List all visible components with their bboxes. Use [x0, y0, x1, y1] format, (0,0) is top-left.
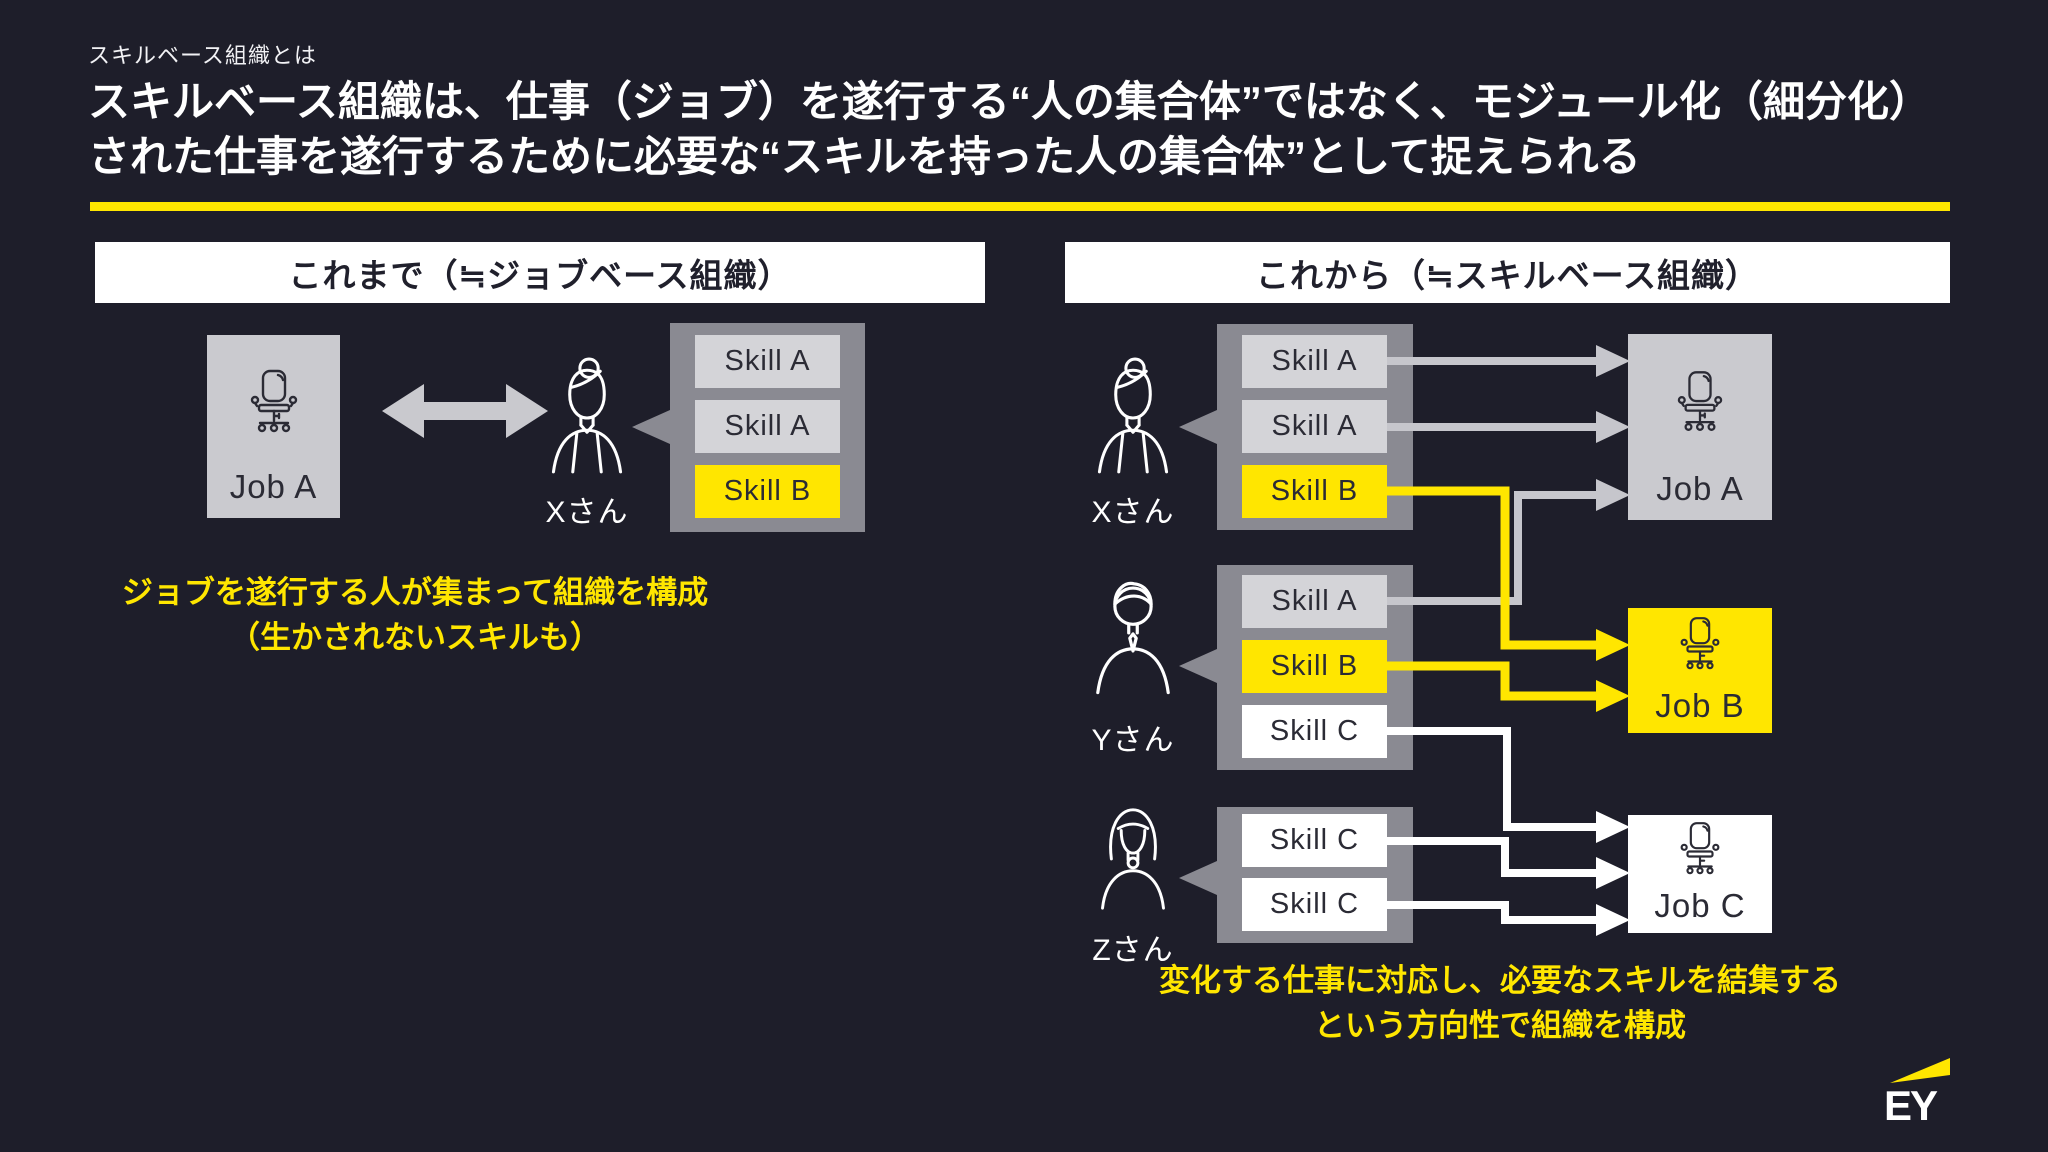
skill-group-x-pointer	[1179, 410, 1217, 444]
right-caption: 変化する仕事に対応し、必要なスキルを結集する という方向性で組織を構成	[1065, 958, 1935, 1048]
right-person-y: Yさん	[1058, 570, 1208, 759]
right-job-a-box: Job A	[1628, 334, 1772, 520]
ey-beam-icon	[1890, 1058, 1950, 1083]
y-skill-2: Skill B	[1242, 640, 1387, 693]
left-job-a-label: Job A	[229, 468, 318, 505]
left-job-a-box: Job A	[207, 335, 340, 518]
left-skill-group-pointer	[632, 410, 670, 444]
left-panel-header: これまで（≒ジョブベース組織）	[95, 242, 985, 303]
title-line-2: された仕事を遂行するために必要な“スキルを持った人の集合体”として捉えられる	[88, 133, 1641, 180]
x-skill-1: Skill A	[1242, 335, 1387, 388]
right-caption-line-1: 変化する仕事に対応し、必要なスキルを結集する	[1159, 963, 1841, 998]
right-person-x: Xさん	[1058, 356, 1208, 531]
right-job-c-box: Job C	[1628, 815, 1772, 933]
right-job-a-label: Job A	[1656, 470, 1744, 507]
ey-logo: EY	[1884, 1082, 1938, 1129]
right-person-z-label: Zさん	[1092, 934, 1174, 967]
person-man-icon	[1085, 570, 1181, 705]
z-skill-2: Skill C	[1242, 878, 1387, 931]
skill-group-y-pointer	[1179, 649, 1217, 683]
x-skill-3: Skill B	[1242, 465, 1387, 518]
chair-icon	[250, 369, 298, 440]
left-caption: ジョブを遂行する人が集まって組織を構成 （生かされないスキルも）	[95, 570, 735, 660]
left-caption-line-1: ジョブを遂行する人が集まって組織を構成	[121, 575, 709, 610]
skill-group-z-pointer	[1179, 861, 1217, 895]
x-skill-2: Skill A	[1242, 400, 1387, 453]
person-bun-icon	[541, 356, 633, 483]
right-person-y-label: Yさん	[1091, 724, 1175, 757]
right-job-c-label: Job C	[1654, 887, 1746, 924]
left-skill-2: Skill A	[695, 400, 840, 453]
right-job-b-label: Job B	[1655, 687, 1745, 724]
title-line-1: スキルベース組織は、仕事（ジョブ）を遂行する“人の集合体”ではなく、モジュール化…	[88, 78, 1931, 125]
right-person-z: Zさん	[1058, 798, 1208, 969]
left-person-x-label: Xさん	[545, 496, 629, 529]
y-skill-1: Skill A	[1242, 575, 1387, 628]
kicker: スキルベース組織とは	[88, 43, 317, 68]
chair-icon	[1680, 821, 1720, 882]
z-skill-1: Skill C	[1242, 814, 1387, 867]
right-caption-line-2: という方向性で組織を構成	[1314, 1008, 1686, 1043]
left-skill-3: Skill B	[695, 465, 840, 518]
page-title: スキルベース組織は、仕事（ジョブ）を遂行する“人の集合体”ではなく、モジュール化…	[88, 74, 1968, 184]
right-job-b-box: Job B	[1628, 608, 1772, 733]
person-bun-icon	[1087, 356, 1179, 483]
y-skill-3: Skill C	[1242, 705, 1387, 758]
title-divider	[90, 202, 1950, 211]
chair-icon	[1677, 370, 1723, 439]
right-panel-header: これから（≒スキルベース組織）	[1065, 242, 1950, 303]
person-bob-icon	[1088, 798, 1178, 921]
left-skill-1: Skill A	[695, 335, 840, 388]
right-person-x-label: Xさん	[1091, 496, 1175, 529]
left-caption-line-2: （生かされないスキルも）	[229, 620, 601, 655]
left-person-x: Xさん	[512, 356, 662, 531]
chair-icon	[1680, 616, 1720, 677]
